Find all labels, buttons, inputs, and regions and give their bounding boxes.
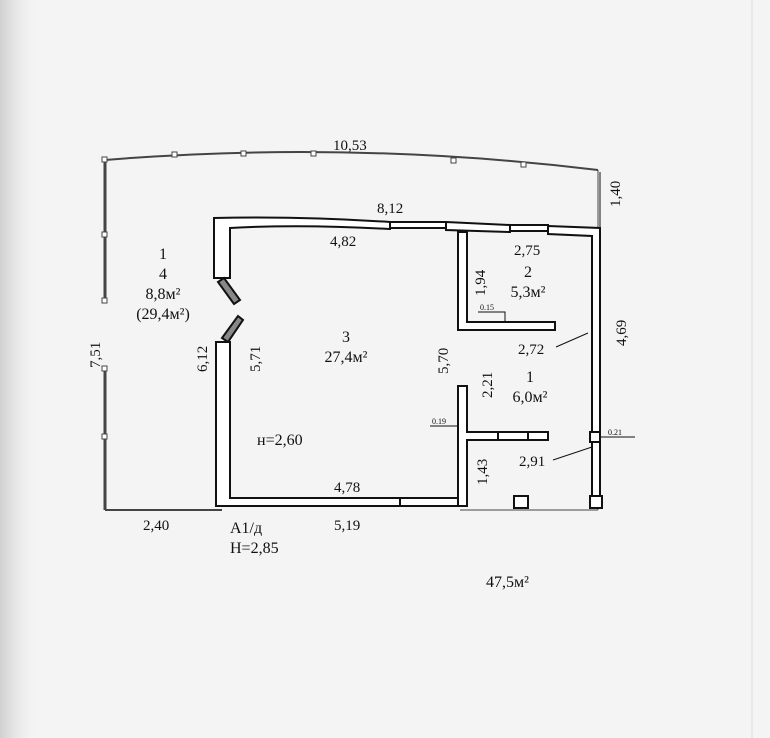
dim-left-outer: 7,51 [88,342,104,368]
window [389,221,447,229]
room-3-area: 27,4м² [325,349,368,366]
window [509,224,549,232]
door-leaf [220,314,245,344]
veranda-outline [101,150,599,511]
window [497,431,529,441]
dim-room3-top: 4,82 [330,234,356,250]
veranda-area-total: (29,4м²) [136,306,190,323]
room-1-area: 6,0м² [513,389,548,406]
dim-right-small: 1,40 [608,181,624,207]
dim-right-wall: 4,69 [614,320,630,346]
veranda-label: 1 4 8,8м² (29,4м²) [136,246,190,323]
veranda-room: 4 [159,266,167,283]
walls [213,216,603,509]
room-labels: 3 27,4м² 2 5,3м² 1 6,0м² [325,264,548,406]
page-shadow [0,0,40,738]
dim-top-wall: 8,12 [377,201,403,217]
dim-room1-width: 2,72 [518,342,544,358]
dim-room2-side: 1,94 [473,269,489,296]
dim-wall-021: 0.21 [608,428,622,437]
door-leaf [216,276,242,306]
building-height: Н=2,85 [230,540,279,557]
dim-wall-019: 0.19 [432,417,446,426]
dim-wall-015: 0.15 [480,303,494,312]
dim-bottom-wall: 5,19 [334,518,360,534]
room-2-area: 5,3м² [511,284,546,301]
room-2-number: 2 [524,264,532,281]
dim-partition: 5,70 [436,348,452,374]
dim-room2-top: 2,75 [514,243,540,259]
dim-left-wall-outer: 6,12 [195,346,211,372]
total-area: 47,5м² [486,574,529,591]
room-3-number: 3 [342,329,350,346]
dim-room1-side: 2,21 [480,372,496,398]
room-1-number: 1 [526,369,534,386]
dim-bath-width: 2,91 [519,454,545,470]
dim-room3-bottom: 4,78 [334,480,360,496]
dim-veranda-bottom: 2,40 [143,518,169,534]
door-opening [399,497,461,507]
building-letter: А1/д [230,520,262,537]
dim-left-wall-inner: 5,71 [248,346,264,372]
dim-top-outer: 10,53 [333,138,367,154]
room-height: н=2,60 [257,432,303,449]
dim-bath-side: 1,43 [475,459,491,485]
leader-lines [430,172,635,461]
veranda-area: 8,8м² [146,286,181,303]
veranda-number: 1 [159,246,167,263]
